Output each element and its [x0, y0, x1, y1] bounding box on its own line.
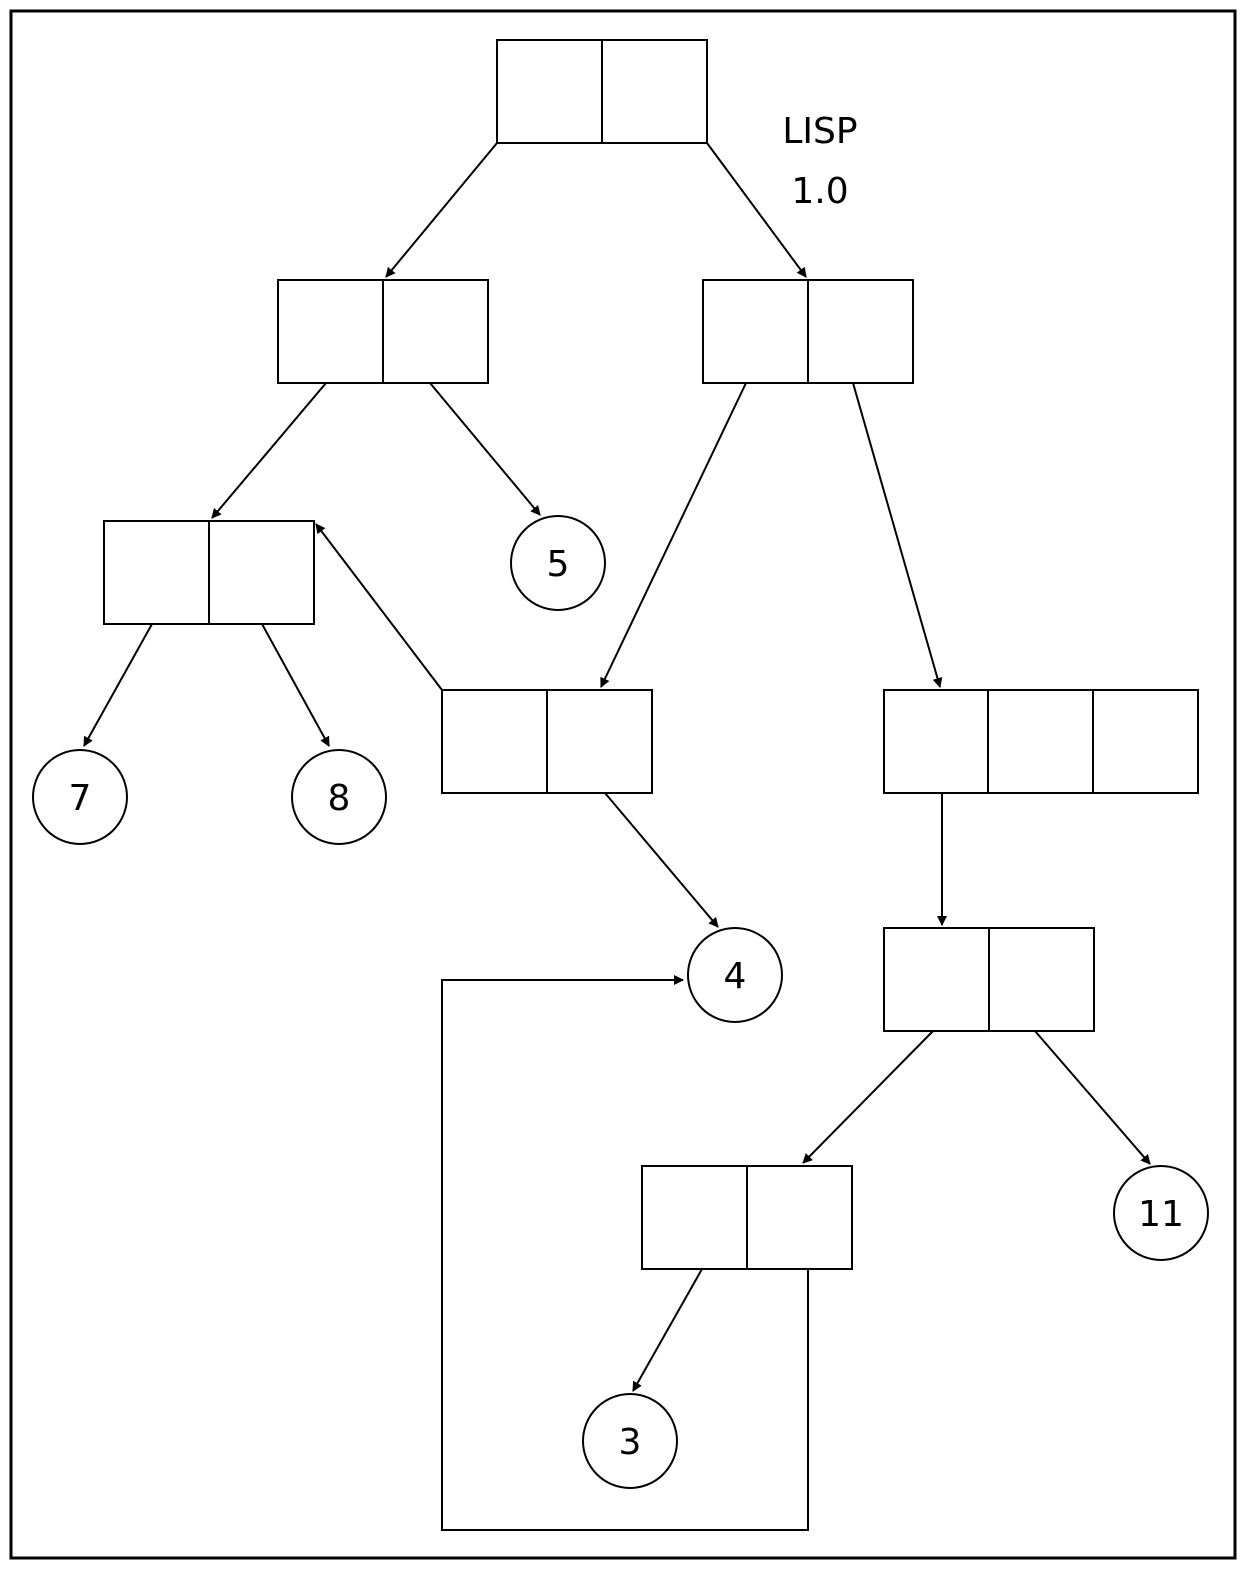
arrow-nested-to-atom-8	[261, 623, 330, 747]
arrow-right-to-middle	[600, 382, 747, 688]
atom-node-8	[291, 749, 387, 845]
atom-label-3: 3	[619, 1422, 642, 1463]
cons-cell-middle	[441, 689, 653, 794]
triple-cell-right	[883, 689, 1199, 794]
cons-cell-level3-left	[103, 520, 315, 625]
atom-label-4: 4	[724, 956, 747, 997]
diagram-title-line1: LISP	[782, 111, 857, 152]
atom-node-5	[510, 515, 606, 611]
arrow-bottom-loop-to-atom-4	[441, 975, 809, 1531]
diagram-frame	[9, 9, 1237, 1560]
cons-cell-lower-right	[883, 927, 1095, 1032]
arrow-root-to-left	[385, 142, 498, 278]
arrow-left-to-nested	[211, 382, 327, 519]
arrow-middle-to-nested	[315, 523, 443, 691]
arrow-left-to-atom-5	[429, 382, 541, 516]
diagram-title-line2: 1.0	[791, 171, 848, 212]
atom-node-7	[32, 749, 128, 845]
atom-label-8: 8	[328, 778, 351, 819]
arrow-root-to-right	[706, 142, 807, 278]
cons-cell-bottom	[641, 1165, 853, 1270]
arrow-bottom-to-atom-3	[632, 1268, 703, 1392]
atom-label-5: 5	[547, 544, 570, 585]
arrow-right-to-triple	[852, 382, 943, 688]
cons-cell-level2-left	[277, 279, 489, 384]
arrow-nested-to-atom-7	[83, 623, 153, 747]
arrow-lower-to-bottom	[802, 1030, 934, 1164]
cons-cell-root	[496, 39, 708, 144]
atom-node-3	[582, 1393, 678, 1489]
atom-label-11: 11	[1138, 1194, 1184, 1235]
atom-node-11	[1113, 1165, 1209, 1261]
atom-node-4	[687, 927, 783, 1023]
arrow-middle-to-atom-4	[604, 792, 719, 928]
arrow-lower-to-atom-11	[1034, 1030, 1151, 1165]
cons-cell-level2-right	[702, 279, 914, 384]
atom-label-7: 7	[69, 778, 92, 819]
